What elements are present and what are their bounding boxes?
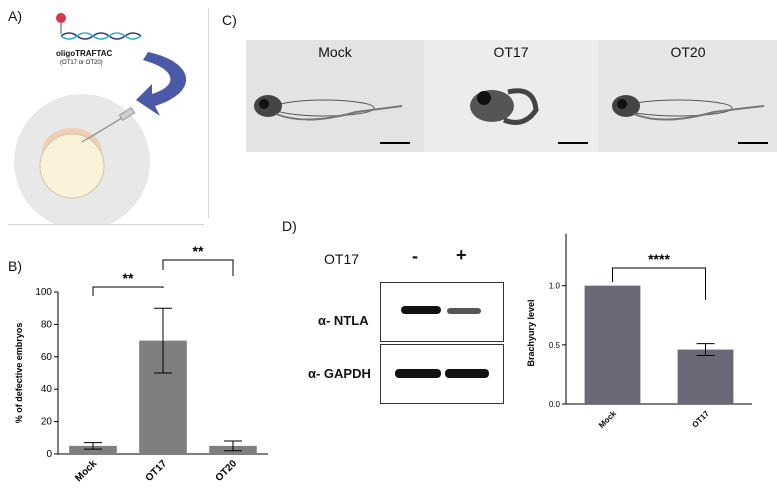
x-tick-label: Mock: [597, 409, 618, 430]
panel-label-b: B): [8, 258, 22, 274]
dna-strand-2: [60, 32, 142, 40]
oligo-title: oligoTRAFTAC: [56, 49, 113, 58]
y-tick-label: 80: [41, 319, 53, 330]
fish-label-ot17: OT17: [493, 44, 529, 60]
y-tick-label: 1.0: [549, 282, 561, 291]
bar-mock: [69, 445, 117, 454]
band-gapdh-plus: [445, 369, 489, 378]
oligo-head-icon: [56, 13, 66, 23]
significance-label: **: [193, 243, 204, 259]
significance-label: **: [123, 270, 134, 286]
blot-gapdh: [380, 344, 504, 404]
scale-bar: [738, 142, 768, 144]
blot-label-gapdh: α- GAPDH: [308, 366, 371, 381]
needle-icon: [81, 117, 123, 143]
oligo-subtitle: (OT17 or OT20): [60, 60, 103, 66]
yolk-icon: [39, 133, 105, 199]
y-tick-label: 40: [41, 384, 53, 395]
fish-label-ot20: OT20: [670, 44, 706, 60]
bar-ot17: [677, 349, 734, 404]
blot-label-ntla: α- NTLA: [318, 313, 369, 328]
significance-bracket: [612, 267, 706, 300]
panel-label-a: A): [8, 8, 22, 24]
band-ntla-plus: [447, 308, 481, 314]
panel-label-c: C): [222, 12, 237, 28]
scale-bar: [558, 142, 588, 144]
dna-strand-1: [60, 32, 142, 40]
fish-image-ot20: OT20: [598, 40, 777, 152]
y-tick-label: 0.0: [549, 400, 561, 409]
y-tick-label: 0.5: [549, 341, 561, 350]
x-tick-label: OT17: [690, 409, 711, 430]
bar-mock: [584, 285, 641, 404]
y-tick-label: 60: [41, 352, 53, 363]
fish-image-mock: Mock: [246, 40, 424, 152]
y-tick-label: 0: [46, 449, 52, 460]
fish-image-ot17: OT17: [424, 40, 598, 152]
band-ntla-minus: [401, 306, 441, 314]
larva-icon-ot17: [470, 88, 539, 125]
needle-holder-icon: [118, 107, 136, 121]
curved-arrow-icon: [136, 52, 187, 116]
scale-bar: [380, 142, 410, 144]
larva-icon-ot20: [612, 95, 765, 121]
lane-label-minus: -: [412, 246, 418, 266]
injection-schematic: [14, 13, 187, 224]
significance-bracket: [92, 286, 164, 296]
significance-bracket: [162, 259, 234, 276]
blot-ntla: [380, 282, 504, 342]
treatment-label: OT17: [324, 251, 360, 267]
lane-label-plus: +: [456, 245, 467, 265]
divider-horizontal: [8, 224, 204, 225]
y-tick-label: 20: [41, 417, 53, 428]
y-axis-label: Brachyury level: [526, 299, 536, 366]
divider-vertical: [208, 8, 209, 218]
y-axis-label: % of defective embryos: [14, 323, 24, 424]
y-tick-label: 100: [35, 287, 52, 298]
larva-icon-mock: [254, 95, 403, 121]
panel-label-d: D): [282, 218, 297, 234]
band-gapdh-minus: [395, 369, 441, 378]
fish-label-mock: Mock: [318, 44, 352, 60]
significance-label: ****: [648, 251, 670, 267]
